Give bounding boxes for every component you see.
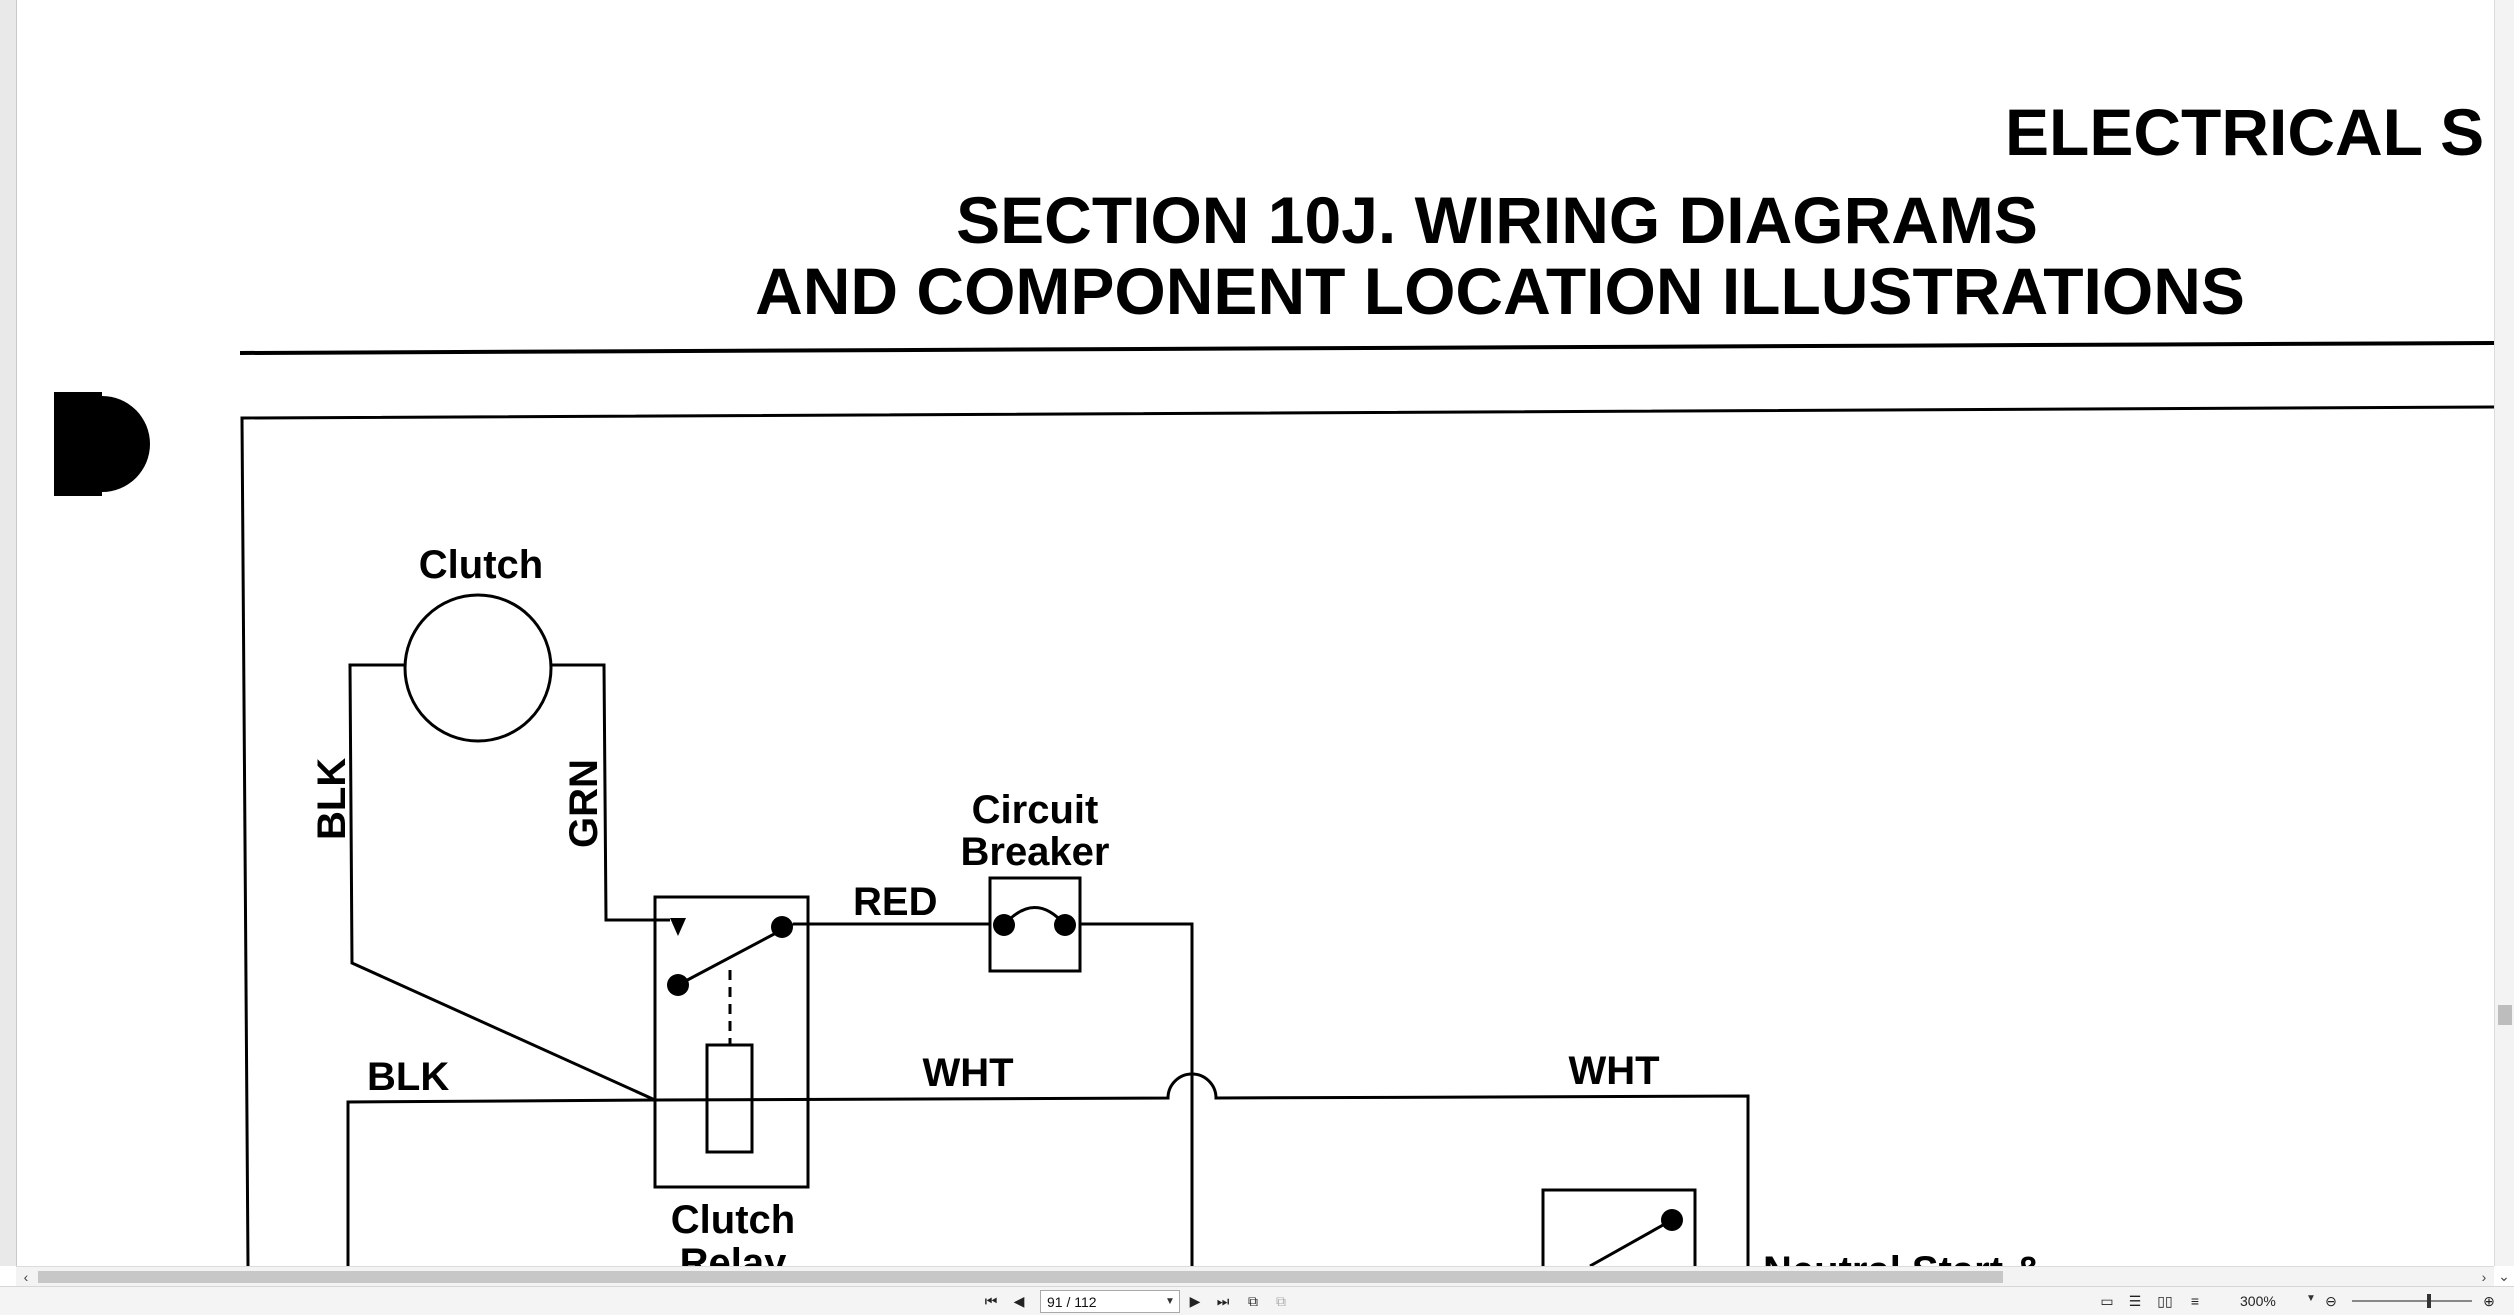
wht-right-label: WHT xyxy=(1568,1049,1659,1093)
circuit-breaker-label-line1: Circuit xyxy=(972,788,1099,832)
continuous-view-icon[interactable]: ☰ xyxy=(2128,1292,2142,1309)
horizontal-scrollbar-thumb[interactable] xyxy=(38,1271,2003,1283)
wht-wire xyxy=(654,1072,1750,1266)
blk-horizontal-label: BLK xyxy=(367,1055,449,1099)
binder-hole-mark-fill xyxy=(54,392,102,496)
duplicate-view-icon[interactable]: ⧉ xyxy=(1276,1292,1286,1309)
section-title-line1: SECTION 10J. WIRING DIAGRAMS xyxy=(956,183,2038,257)
left-panel-edge[interactable] xyxy=(0,0,17,1266)
last-page-icon[interactable]: ⏭ xyxy=(1216,1292,1230,1309)
scroll-left-arrow-icon[interactable]: ‹ xyxy=(23,1269,29,1285)
clutch-relay-label-line2: Relay xyxy=(680,1241,787,1266)
clutch-symbol xyxy=(403,593,553,743)
page-number-value: 91 / 112 xyxy=(1047,1293,1097,1310)
wht-left-label: WHT xyxy=(922,1051,1013,1095)
red-label: RED xyxy=(853,880,937,924)
zoom-level[interactable]: 300% xyxy=(2240,1293,2276,1309)
neutral-switch-arm xyxy=(1589,1218,1673,1266)
diagram-frame xyxy=(240,405,2494,1266)
first-page-icon[interactable]: ⏮ xyxy=(984,1292,998,1309)
vertical-scrollbar[interactable] xyxy=(2494,0,2514,1266)
blk-vertical-label: BLK xyxy=(310,758,354,840)
header-rule xyxy=(239,341,2494,355)
page-number-field[interactable]: 91 / 112 ▼ xyxy=(1040,1290,1180,1313)
breaker-output-wire xyxy=(1080,922,1194,1266)
page-canvas: ELECTRICAL S SECTION 10J. WIRING DIAGRAM… xyxy=(54,95,2494,1266)
zoom-dropdown-caret-icon[interactable]: ▼ xyxy=(2306,1293,2316,1304)
zoom-slider[interactable] xyxy=(2352,1294,2472,1308)
relay-switch-arm xyxy=(677,922,794,987)
neutral-start-label: Neutral Start & xyxy=(1763,1249,2043,1266)
clutch-label: Clutch xyxy=(419,543,543,587)
scroll-down-arrow-icon[interactable]: ⌄ xyxy=(2498,1268,2510,1284)
relay-contact-arrow xyxy=(670,918,686,936)
zoom-slider-track xyxy=(2352,1300,2472,1302)
next-page-icon[interactable]: ▶ xyxy=(1189,1292,1201,1309)
document-page: ELECTRICAL S SECTION 10J. WIRING DIAGRAM… xyxy=(54,95,2494,1266)
bottom-toolbar: ⏮ ◀ 91 / 112 ▼ ▶ ⏭ ⧉ ⧉ ▭ ☰ ▯▯ ≡ 300% ▼ ⊖… xyxy=(0,1286,2514,1315)
horizontal-scrollbar[interactable]: ‹ › xyxy=(16,1266,2494,1287)
zoom-in-icon[interactable]: ⊕ xyxy=(2483,1292,2495,1309)
single-page-view-icon[interactable]: ▭ xyxy=(2100,1292,2114,1309)
grn-wire-clutch xyxy=(551,663,670,922)
scroll-right-arrow-icon[interactable]: › xyxy=(2481,1269,2487,1285)
clutch-relay-box xyxy=(653,895,810,1189)
grn-vertical-label: GRN xyxy=(562,759,606,848)
previous-page-icon[interactable]: ◀ xyxy=(1013,1292,1025,1309)
vertical-scrollbar-thumb[interactable] xyxy=(2498,1005,2512,1025)
section-title-line2: AND COMPONENT LOCATION ILLUSTRATIONS xyxy=(755,254,2245,328)
neutral-start-switch-box xyxy=(1541,1188,1697,1266)
zoom-slider-thumb[interactable] xyxy=(2427,1294,2431,1308)
page-dropdown-caret-icon[interactable]: ▼ xyxy=(1165,1296,1175,1307)
circuit-breaker-label-line2: Breaker xyxy=(960,830,1109,874)
breaker-element xyxy=(1002,906,1067,926)
zoom-out-icon[interactable]: ⊖ xyxy=(2325,1292,2337,1309)
header-chapter-title: ELECTRICAL S xyxy=(2005,95,2484,169)
rotate-page-icon[interactable]: ⧉ xyxy=(1248,1292,1258,1309)
blk-wire-horizontal xyxy=(346,1098,656,1266)
clutch-relay-label-line1: Clutch xyxy=(671,1198,795,1242)
blk-wire-clutch xyxy=(348,663,656,1102)
facing-view-icon[interactable]: ▯▯ xyxy=(2157,1292,2173,1309)
continuous-facing-view-icon[interactable]: ≡ xyxy=(2190,1293,2200,1309)
